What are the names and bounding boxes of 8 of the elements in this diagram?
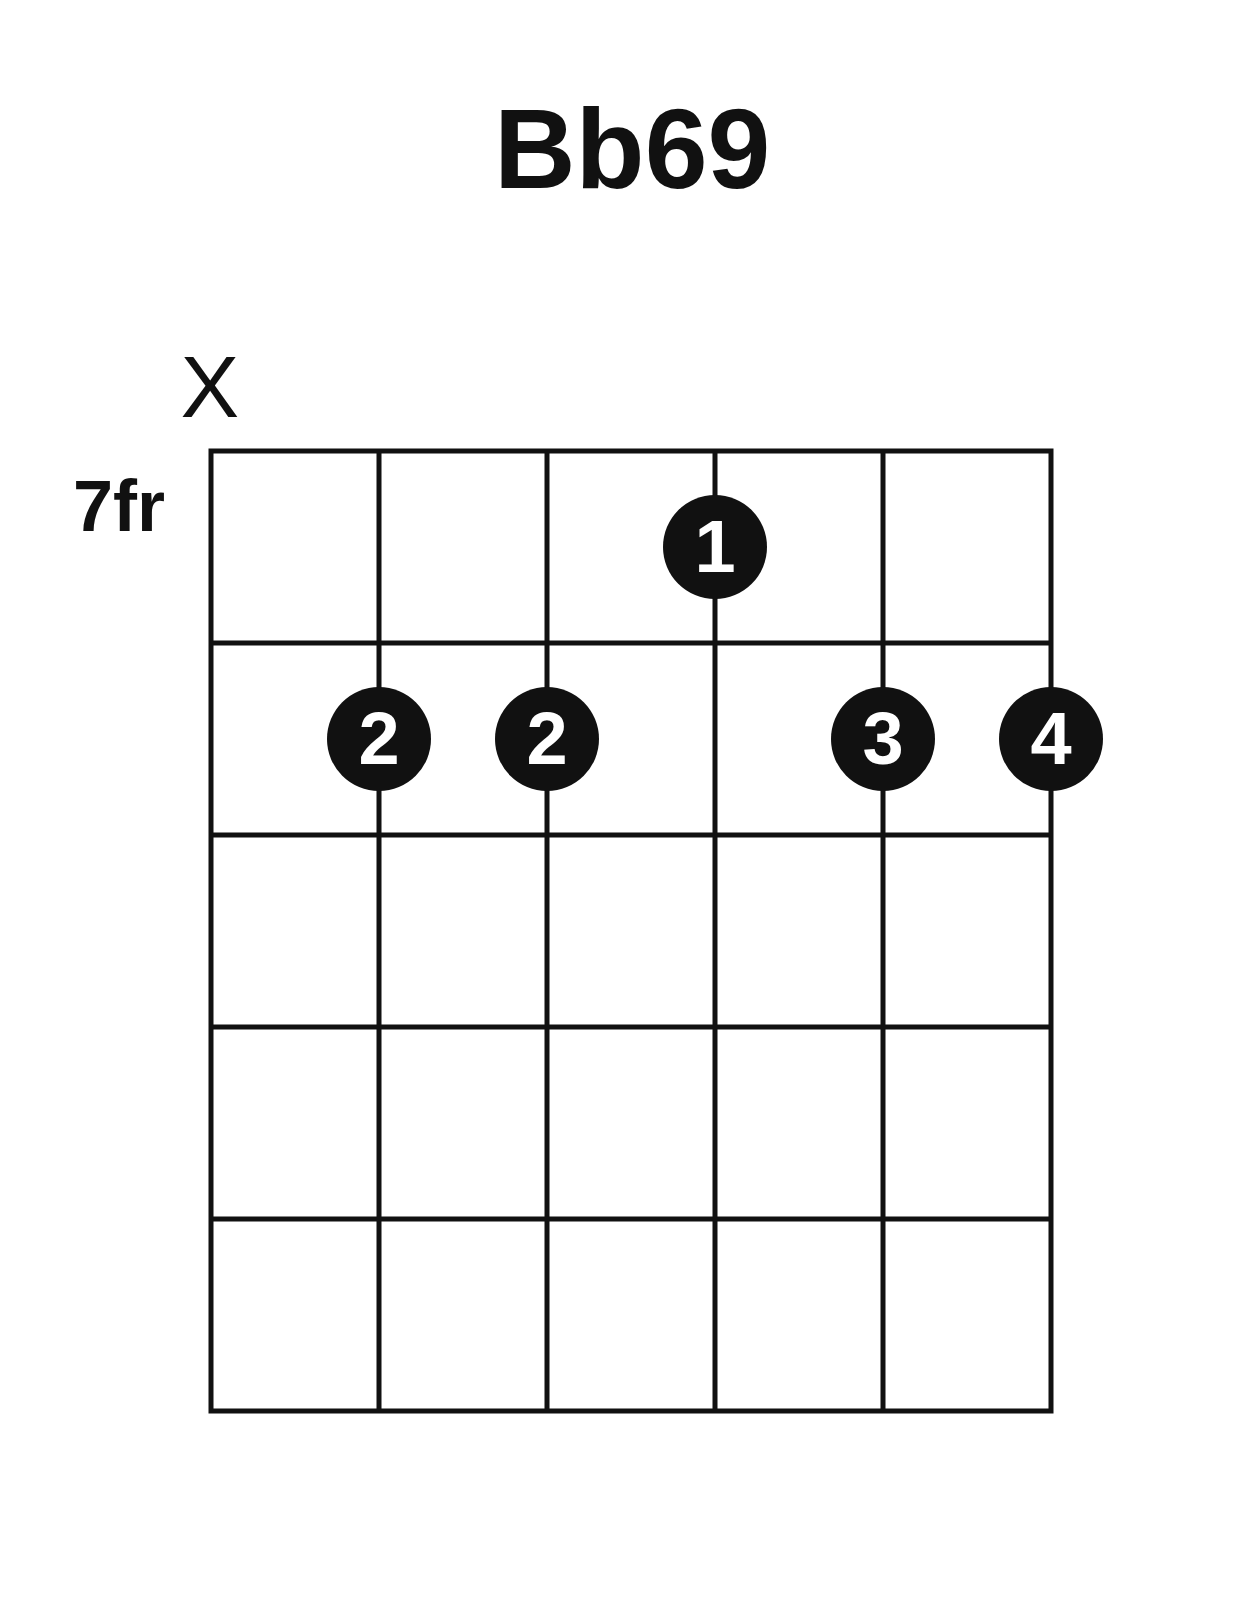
finger-dot: 3: [831, 687, 935, 791]
finger-dot: 2: [327, 687, 431, 791]
fret-position-label: 7fr: [73, 470, 166, 542]
muted-string-mark: X: [180, 343, 240, 431]
chord-title: Bb69: [494, 93, 771, 206]
finger-dot: 2: [495, 687, 599, 791]
finger-dot: 4: [999, 687, 1103, 791]
finger-dot: 1: [663, 495, 767, 599]
